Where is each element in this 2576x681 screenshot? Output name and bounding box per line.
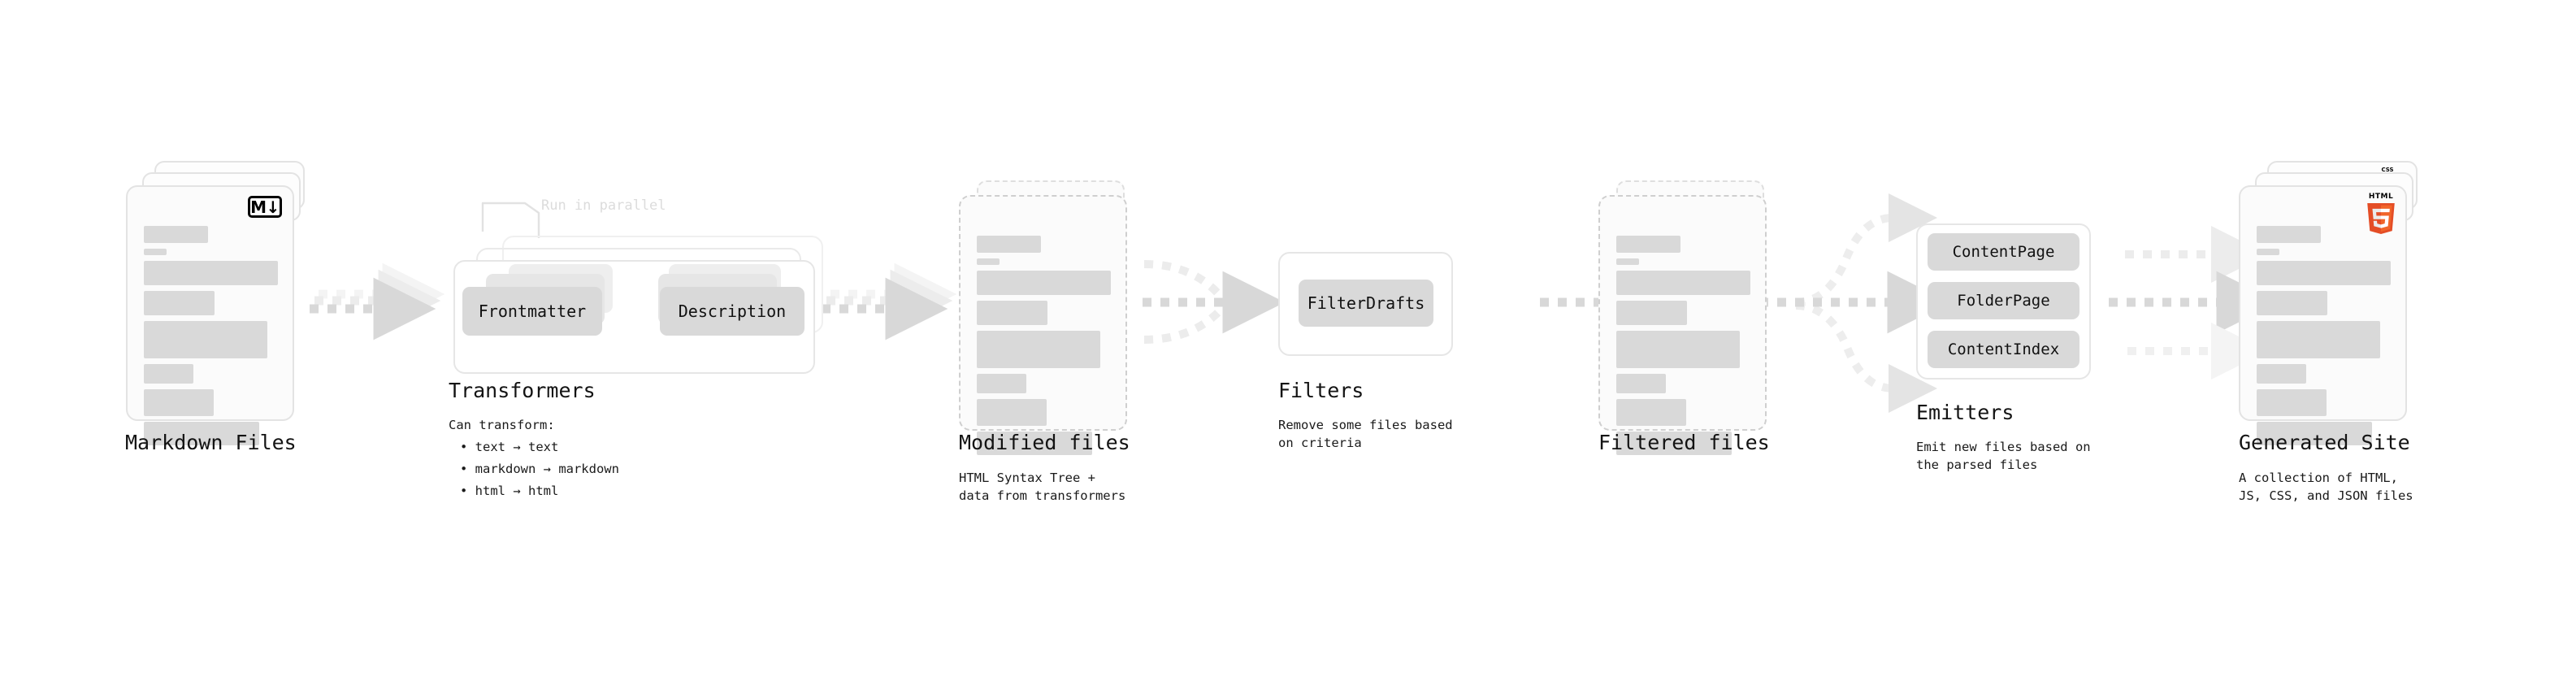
chip-content-page[interactable]: ContentPage xyxy=(1928,233,2079,271)
doc-card-front xyxy=(959,195,1127,455)
transformers-bullet-html: • html → html xyxy=(460,484,559,498)
transformers-bullet-text: • text → text xyxy=(460,440,559,454)
doc-line xyxy=(2257,321,2380,358)
doc-line xyxy=(977,301,1048,325)
arrow-markdown-to-transformers xyxy=(310,262,445,340)
doc-line xyxy=(977,271,1111,295)
doc-line xyxy=(144,422,259,445)
doc-content-lines xyxy=(977,236,1111,461)
doc-line xyxy=(977,258,1000,265)
doc-line xyxy=(1616,271,1750,295)
doc-line xyxy=(1616,301,1688,325)
doc-card-front: HTML xyxy=(2239,185,2407,445)
chip-frontmatter[interactable]: Frontmatter xyxy=(462,287,602,336)
stage-title-filtered-files: Filtered files xyxy=(1598,431,1770,454)
doc-line xyxy=(977,236,1042,253)
transformers-bullet-markdown: • markdown → markdown xyxy=(460,462,619,476)
stage-desc-generated-site: A collection of HTML, JS, CSS, and JSON … xyxy=(2239,471,2413,504)
html5-icon: HTML xyxy=(2365,193,2397,236)
doc-line xyxy=(144,364,194,384)
stage-generated-site: CSS HTML xyxy=(2239,161,2434,445)
doc-content-lines xyxy=(144,226,278,451)
doc-line xyxy=(2257,249,2280,255)
stage-emitters: ContentPage FolderPage ContentIndex xyxy=(1916,223,2103,386)
doc-line xyxy=(2257,226,2322,243)
doc-line xyxy=(144,249,167,255)
doc-line xyxy=(1616,258,1640,265)
arrow-transformers-to-modified xyxy=(822,262,957,340)
chip-folder-page[interactable]: FolderPage xyxy=(1928,282,2079,319)
doc-line xyxy=(2257,389,2327,416)
doc-line xyxy=(1616,374,1667,393)
doc-line xyxy=(1616,399,1686,426)
arrow-modified-to-filters xyxy=(1143,260,1286,344)
doc-line xyxy=(2257,364,2307,384)
doc-line xyxy=(2257,261,2391,285)
stage-title-generated-site: Generated Site xyxy=(2239,431,2410,454)
stage-desc-modified-files: HTML Syntax Tree + data from transformer… xyxy=(959,471,1126,504)
stage-markdown-files: M↓ xyxy=(126,161,313,445)
doc-line xyxy=(144,321,267,358)
stage-title-modified-files: Modified files xyxy=(959,431,1130,454)
doc-line xyxy=(977,331,1100,368)
stage-desc-emitters: Emit new files based on the parsed files xyxy=(1916,440,2091,473)
transformers-can-transform-heading: Can transform: xyxy=(449,418,555,432)
doc-card-front xyxy=(1598,195,1767,455)
stage-modified-files xyxy=(959,180,1146,455)
run-in-parallel-label: Run in parallel xyxy=(541,197,666,214)
stage-filtered-files xyxy=(1598,180,1785,455)
stage-title-filters: Filters xyxy=(1278,379,1364,402)
doc-line xyxy=(1616,432,1732,455)
doc-line xyxy=(144,389,214,416)
stage-title-emitters: Emitters xyxy=(1916,401,2014,424)
chip-filter-drafts[interactable]: FilterDrafts xyxy=(1299,280,1433,327)
markdown-icon: M↓ xyxy=(248,196,282,218)
doc-line xyxy=(977,399,1047,426)
stage-title-markdown-files: Markdown Files xyxy=(125,431,297,454)
doc-content-lines xyxy=(2257,226,2391,451)
doc-line xyxy=(977,374,1027,393)
arrow-emitters-to-site xyxy=(2109,226,2279,380)
doc-line xyxy=(144,261,278,285)
doc-line xyxy=(977,432,1092,455)
stage-filters: FilterDrafts xyxy=(1278,252,1457,358)
doc-line xyxy=(1616,236,1681,253)
stage-desc-filters: Remove some files based on criteria xyxy=(1278,418,1453,451)
chip-description[interactable]: Description xyxy=(660,287,804,336)
doc-line xyxy=(2257,422,2372,445)
doc-line xyxy=(144,226,209,243)
doc-card-front: M↓ xyxy=(126,185,294,445)
doc-line xyxy=(1616,331,1740,368)
stage-transformers: Frontmatter Description xyxy=(439,195,829,374)
chip-content-index[interactable]: ContentIndex xyxy=(1928,331,2079,368)
stage-title-transformers: Transformers xyxy=(449,379,596,402)
doc-content-lines xyxy=(1616,236,1750,461)
doc-line xyxy=(2257,291,2328,315)
doc-line xyxy=(144,291,215,315)
